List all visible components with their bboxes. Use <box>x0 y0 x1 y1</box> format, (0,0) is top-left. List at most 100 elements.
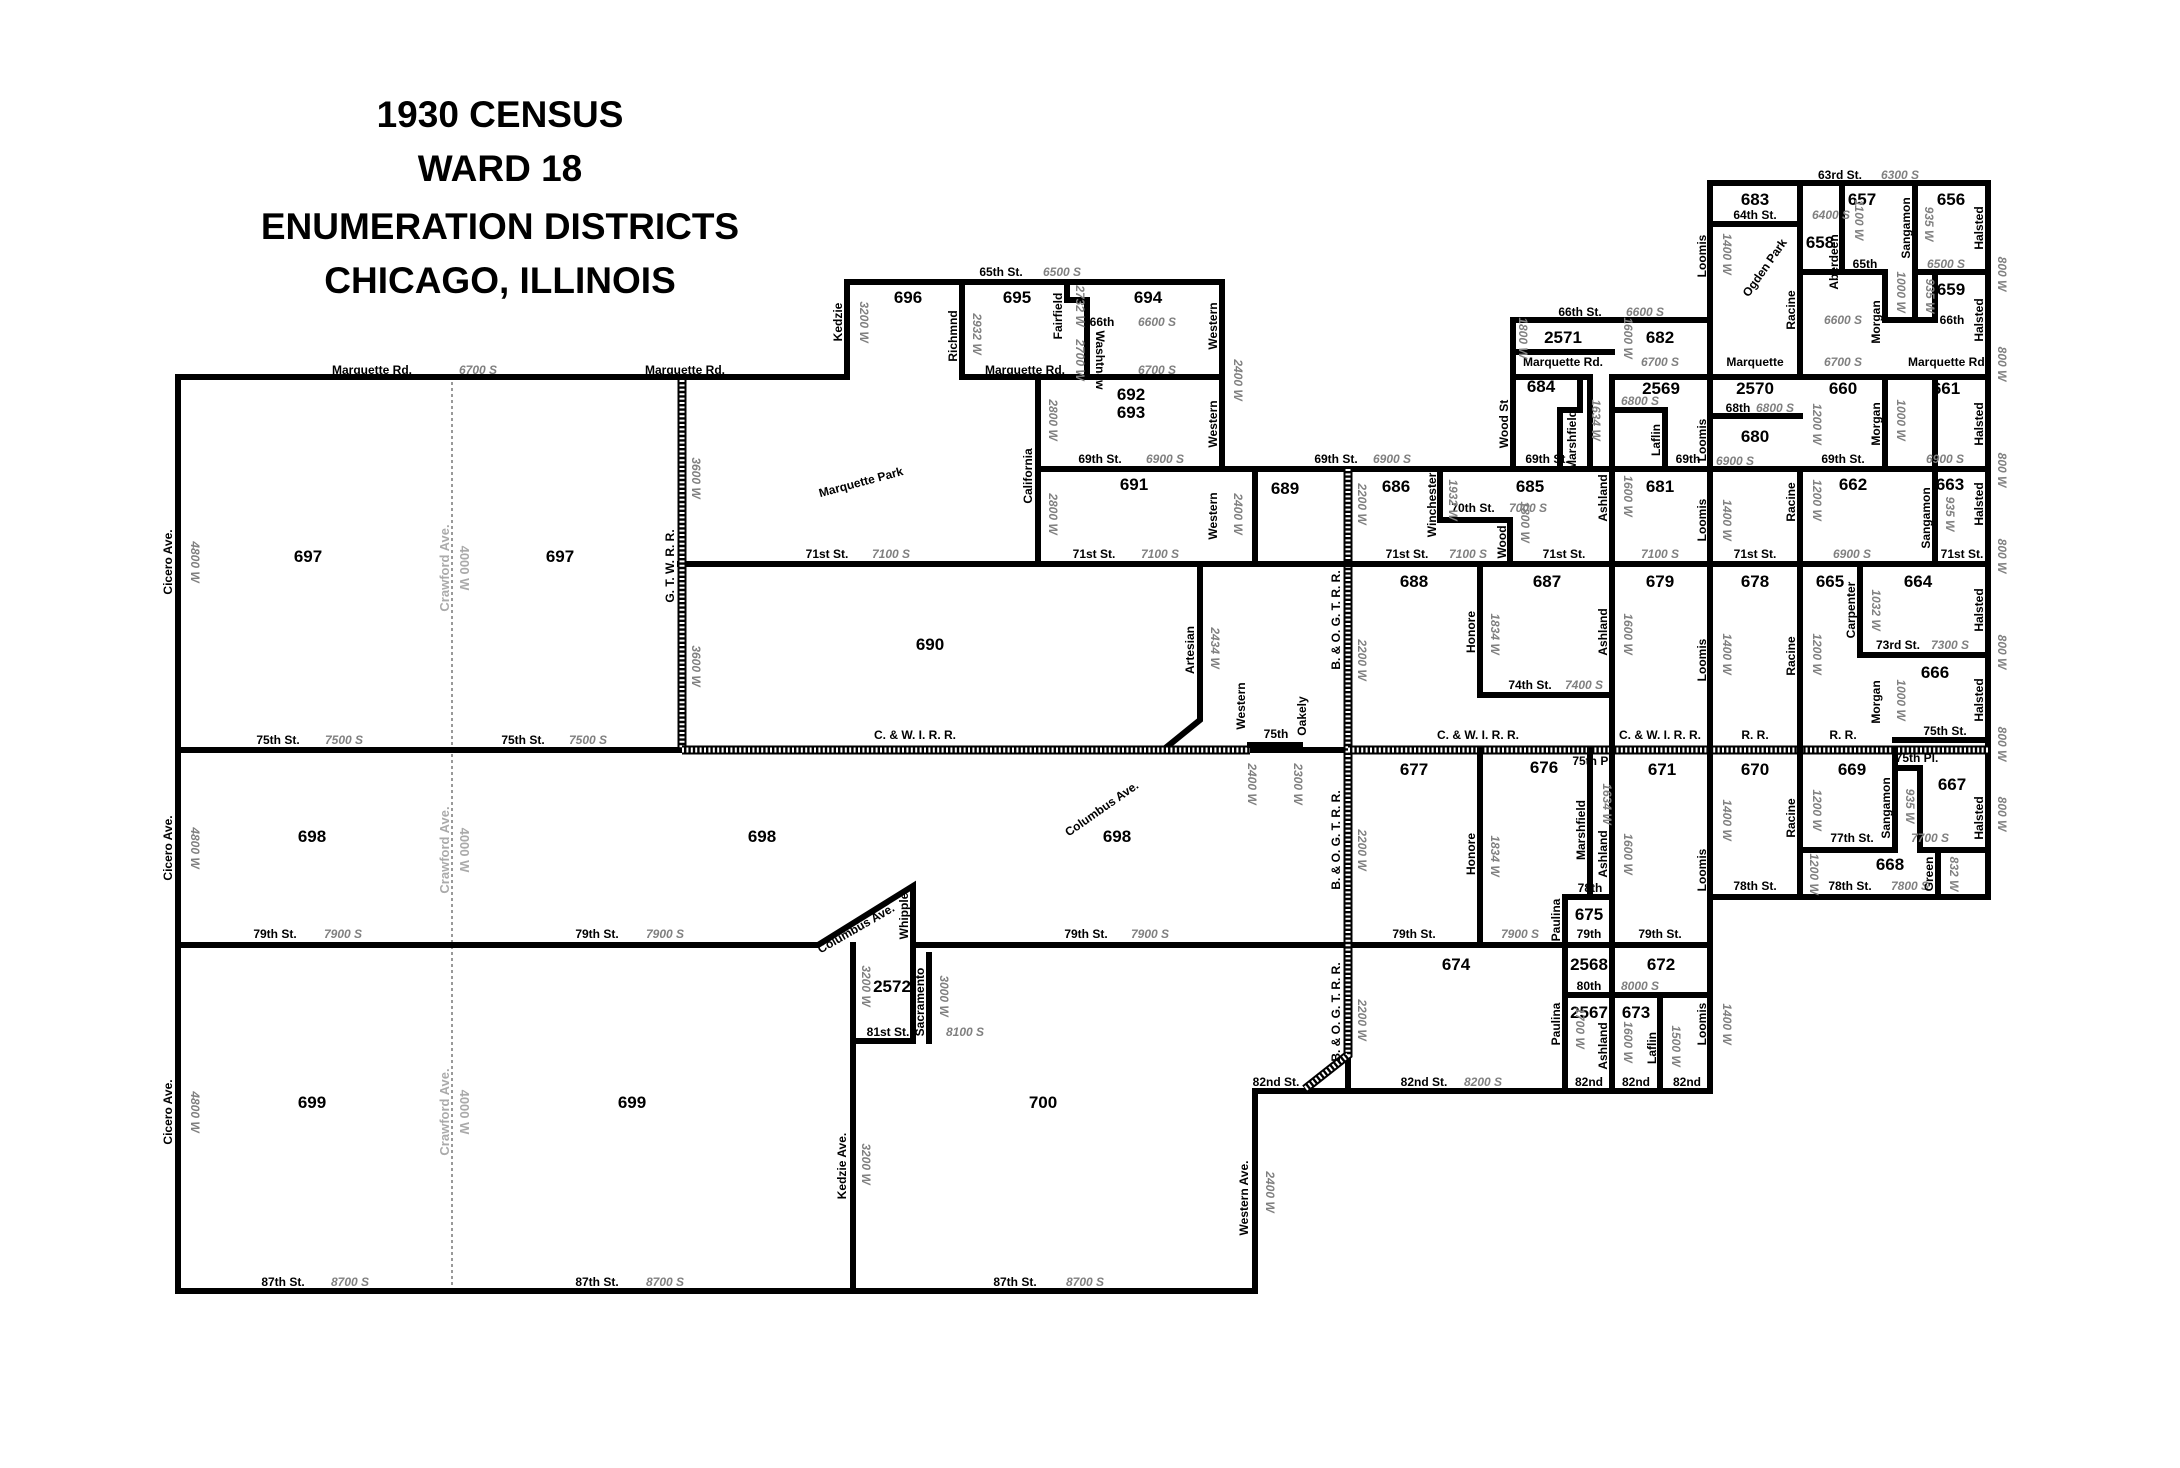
addr-6500s-2: 6500 S <box>1927 257 1965 271</box>
addr-7500s-2: 7500 S <box>569 733 607 747</box>
label-cwi-rr-2: C. & W. I. R. R. <box>1437 728 1519 742</box>
district-657: 657 <box>1848 190 1876 209</box>
addr-3000w: 3000 W <box>937 975 951 1018</box>
label-kedzie-ave: Kedzie Ave. <box>835 1133 849 1199</box>
label-81st-st: 81st St. <box>867 1025 910 1039</box>
label-78th: 78th <box>1578 881 1603 895</box>
label-71st-st-2: 71st St. <box>1073 547 1116 561</box>
addr-2800w-2: 2800 W <box>1046 492 1060 536</box>
label-western-3: Western <box>1206 492 1220 539</box>
label-ashland-1: Ashland <box>1596 474 1610 521</box>
label-washtnaw: Washtnaw <box>1093 331 1107 391</box>
addr-4000w-3: 4000 W <box>457 1090 472 1136</box>
district-2571: 2571 <box>1544 328 1582 347</box>
label-gtw-rr: G. T. W. R. R. <box>663 529 677 602</box>
addr-935w-1: 935 W <box>1922 207 1936 243</box>
label-82nd-1: 82nd <box>1575 1075 1603 1089</box>
label-78th-st-2: 78th St. <box>1828 879 1871 893</box>
ward-boundary-west <box>175 279 1351 1294</box>
label-63rd-st: 63rd St. <box>1818 168 1862 182</box>
label-whipple: Whipple <box>897 892 911 939</box>
addr-7900s-4: 7900 S <box>1501 927 1539 941</box>
label-71st-st-1: 71st St. <box>806 547 849 561</box>
addr-2200w-3: 2200 W <box>1355 828 1369 872</box>
district-690: 690 <box>916 635 944 654</box>
label-winchester: Winchester <box>1425 472 1439 537</box>
label-cicero-2: Cicero Ave. <box>161 815 175 880</box>
label-aberdeen: Aberdeen <box>1827 234 1841 289</box>
addr-2800w-1: 2800 W <box>1046 398 1060 442</box>
district-686: 686 <box>1382 477 1410 496</box>
label-laflin-2: Laflin <box>1645 1032 1659 1064</box>
label-carpenter: Carpenter <box>1844 581 1858 638</box>
label-halsted-4: Halsted <box>1972 482 1986 525</box>
boundary-82nd <box>1609 992 1663 1094</box>
addr-1834w-1: 1834 W <box>1488 613 1502 656</box>
label-marquette-rd-1: Marquette Rd. <box>332 363 412 377</box>
label-cicero-3: Cicero Ave. <box>161 1079 175 1144</box>
addr-7700s: 7700 S <box>1911 831 1949 845</box>
district-699-a: 699 <box>298 1093 326 1112</box>
district-660: 660 <box>1829 379 1857 398</box>
addr-1100w: 1100 W <box>1852 200 1866 242</box>
addr-4800w-2: 4800 W <box>188 826 202 870</box>
district-678: 678 <box>1741 572 1769 591</box>
addr-3200w-3: 3200 W <box>859 965 873 1008</box>
district-677: 677 <box>1400 760 1428 779</box>
addr-1600w-3: 1600 W <box>1621 613 1635 656</box>
label-green: Green <box>1922 857 1936 892</box>
district-697-a: 697 <box>294 547 322 566</box>
addr-1600w-5: 1600 W <box>1621 1021 1635 1064</box>
label-66th-2: 66th <box>1940 313 1965 327</box>
district-656: 656 <box>1937 190 1965 209</box>
district-688: 688 <box>1400 572 1428 591</box>
addr-2300w: 2300 W <box>1291 762 1305 806</box>
label-honore-2: Honore <box>1464 833 1478 875</box>
district-685: 685 <box>1516 477 1544 496</box>
label-69th-st-3: 69th St. <box>1525 452 1568 466</box>
district-2570: 2570 <box>1736 379 1774 398</box>
addr-1200w-5: 1200 W <box>1807 853 1821 896</box>
label-75th-pl-2: 75th Pl. <box>1896 751 1939 765</box>
addr-6900s-4: 6900 S <box>1926 452 1964 466</box>
label-morgan-1: Morgan <box>1869 300 1883 343</box>
district-689: 689 <box>1271 479 1299 498</box>
district-673: 673 <box>1622 1003 1650 1022</box>
district-694: 694 <box>1134 288 1163 307</box>
label-82nd-st-2: 82nd St. <box>1401 1075 1448 1089</box>
addr-6700s-2: 6700 S <box>1138 363 1176 377</box>
label-racine-3: Racine <box>1784 636 1798 676</box>
addr-800w-4: 800 W <box>1995 539 2009 575</box>
addr-1400w-1: 1400 W <box>1720 233 1734 276</box>
district-687: 687 <box>1533 572 1561 591</box>
district-693: 693 <box>1117 403 1145 422</box>
district-2569: 2569 <box>1642 379 1680 398</box>
label-halsted-1: Halsted <box>1972 206 1986 249</box>
label-71st-st-4: 71st St. <box>1543 547 1586 561</box>
district-659: 659 <box>1937 280 1965 299</box>
district-698-b: 698 <box>748 827 776 846</box>
label-75th-pl-1: 75th Pl <box>1572 754 1611 768</box>
district-683: 683 <box>1741 190 1769 209</box>
addr-2200w-4: 2200 W <box>1355 998 1369 1042</box>
addr-2200w-2: 2200 W <box>1355 638 1369 682</box>
district-674: 674 <box>1442 955 1471 974</box>
label-halsted-5: Halsted <box>1972 588 1986 631</box>
addr-3600w-1: 3600 W <box>689 457 703 500</box>
label-66th-st: 66th St. <box>1558 305 1601 319</box>
addr-800w-3: 800 W <box>1995 453 2009 489</box>
boundary-sangamon-north <box>1912 269 1938 323</box>
district-658: 658 <box>1806 233 1834 252</box>
addr-1032w: 1032 W <box>1869 589 1883 632</box>
addr-6800s-2: 6800 S <box>1621 394 1659 408</box>
district-695: 695 <box>1003 288 1031 307</box>
label-77th-st: 77th St. <box>1830 831 1873 845</box>
addr-832w: 832 W <box>1947 857 1961 893</box>
district-699-b: 699 <box>618 1093 646 1112</box>
label-western-4: Western <box>1234 682 1248 729</box>
label-honore-1: Honore <box>1464 611 1478 653</box>
district-662: 662 <box>1839 475 1867 494</box>
addr-7900s-3: 7900 S <box>1131 927 1169 941</box>
addr-2400w-1: 2400 W <box>1231 358 1245 402</box>
label-79th-st-2: 79th St. <box>575 927 618 941</box>
